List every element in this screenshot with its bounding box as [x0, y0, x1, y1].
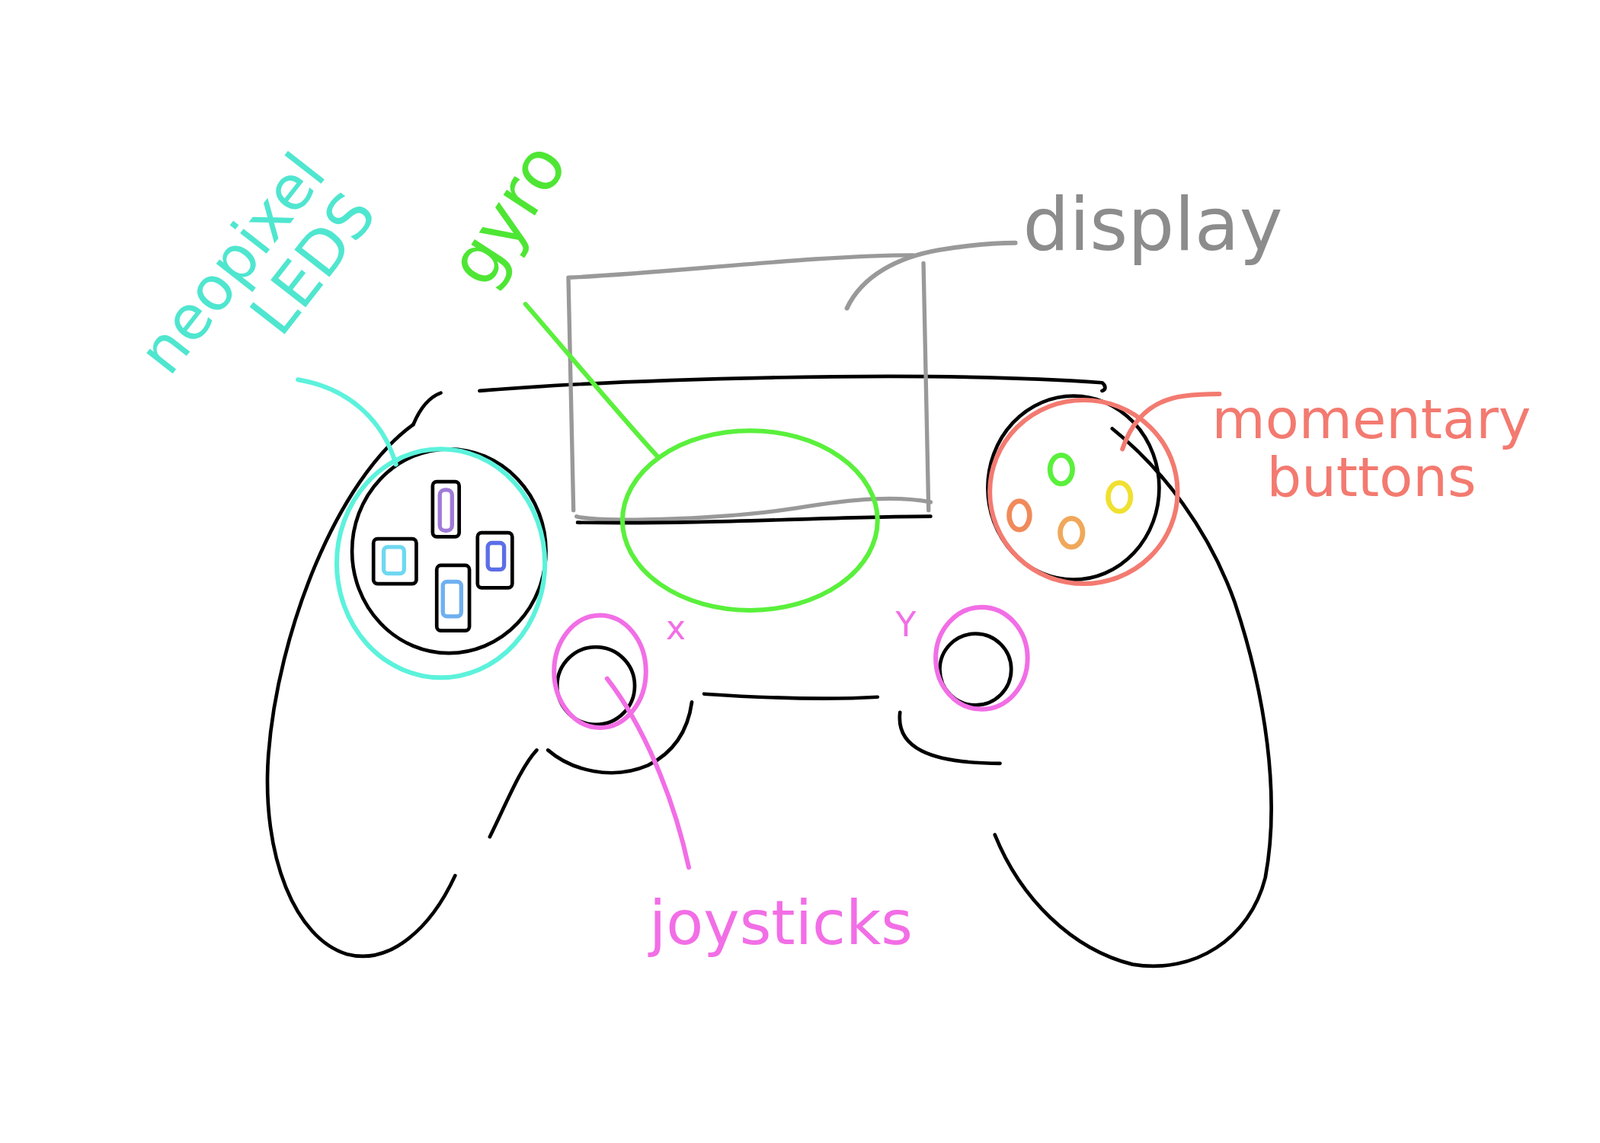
controller-outline: [489, 749, 538, 837]
controller-outline: [704, 694, 878, 699]
dpad-down: [436, 565, 470, 631]
leader-line: [847, 243, 1016, 309]
callout-label: neopixel LEDS: [128, 142, 388, 425]
callout-label: Y: [896, 607, 917, 643]
buttons-callout-ring: [989, 400, 1178, 584]
leader-line: [607, 678, 689, 868]
dpad-right: [477, 532, 513, 588]
label-anchor: neopixel LEDS: [128, 142, 388, 425]
display-outline: [923, 263, 929, 511]
button: [1049, 454, 1072, 484]
display-outline: [568, 255, 914, 511]
label-anchor: gyro: [435, 130, 580, 298]
leader-line: [525, 304, 659, 458]
leader-line: [1122, 393, 1220, 449]
led-mark: [442, 581, 461, 617]
led-mark: [439, 489, 452, 532]
led-mark: [487, 543, 504, 570]
joystick-callout-ring: [553, 615, 647, 728]
callout-label: x: [665, 610, 686, 646]
label-anchor: display: [1023, 186, 1284, 264]
dpad-up: [432, 481, 460, 537]
leader-line: [297, 379, 397, 464]
label-anchor: Y: [896, 607, 917, 643]
callouts: [297, 243, 1220, 868]
button: [1060, 518, 1083, 548]
dpad-left: [373, 538, 416, 584]
joystick-callout-ring: [935, 607, 1028, 710]
button: [1107, 482, 1130, 512]
controller-body: [267, 255, 1272, 967]
neopixel-callout-ring: [336, 448, 545, 678]
label-anchor: momentary buttons: [1212, 390, 1532, 506]
callout-label: joysticks: [649, 891, 913, 956]
button: [1009, 501, 1031, 531]
controller-outline: [412, 393, 441, 426]
label-anchor: joysticks: [649, 891, 913, 956]
label-anchor: x: [665, 610, 686, 646]
callout-label: display: [1023, 186, 1284, 264]
dpad-ring: [352, 448, 546, 653]
gyro-callout-ring: [622, 430, 878, 611]
callout-label: gyro: [435, 130, 580, 298]
controller-outline: [995, 428, 1272, 967]
callout-label: momentary buttons: [1212, 390, 1532, 506]
controller-outline: [899, 712, 1001, 764]
controller-outline: [479, 376, 1105, 391]
led-mark: [384, 547, 405, 574]
